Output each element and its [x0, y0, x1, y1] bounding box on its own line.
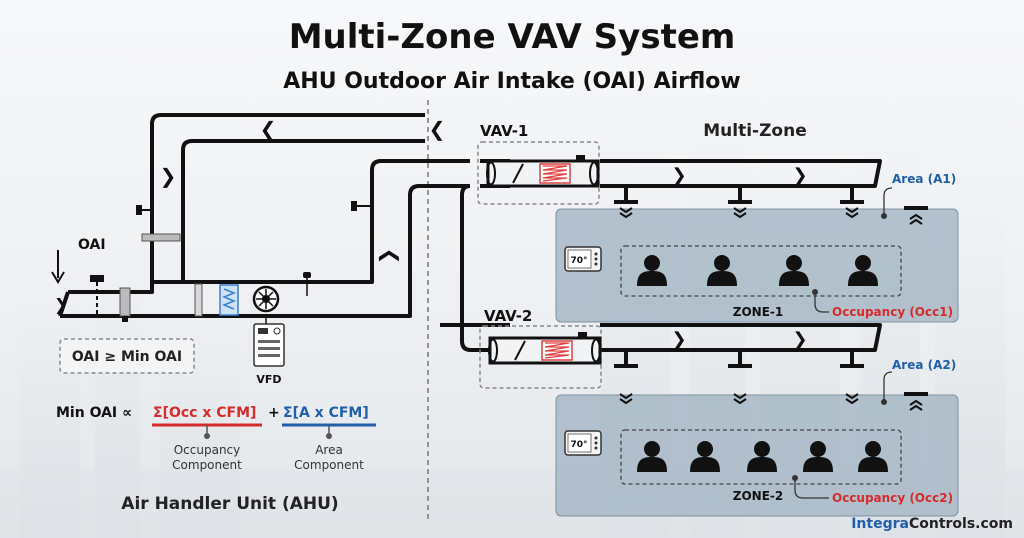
vav2-box [479, 325, 602, 389]
vav2-sensor-icon [578, 332, 587, 338]
oa-sensor-icon [122, 316, 128, 322]
area-caption-1: Area [315, 443, 343, 457]
brand-part1: Integra [851, 516, 909, 532]
ahu-label: Air Handler Unit (AHU) [121, 494, 338, 514]
zone-supply-ducts [440, 159, 882, 364]
vav1-box [477, 141, 600, 205]
area-a1-marker [881, 187, 893, 219]
constraint-box [59, 338, 195, 374]
zone1-panel [555, 208, 959, 323]
vfd-box [253, 316, 285, 367]
oai-arrow-icon [51, 250, 65, 284]
return-sensor-icon [351, 201, 372, 211]
ahu-filter-icon [194, 283, 203, 317]
vav1-damper-icon [512, 163, 524, 184]
occupancy-caption-1: Occupancy [174, 443, 241, 457]
oa-filter-icon [119, 287, 131, 317]
vav2-label: VAV-2 [484, 307, 532, 325]
occ2-marker [792, 475, 829, 499]
area-a1-label: Area (A1) [892, 172, 956, 186]
zone2-thermostat-icon [564, 430, 602, 456]
diagram-title: Multi-Zone VAV System [289, 17, 736, 57]
zone1-label: ZONE-1 [733, 305, 783, 319]
ahu-ductwork [58, 113, 470, 318]
supply-duct-arrows: ❯ ❯ ❯ ❯ [671, 165, 807, 350]
zone2-thermostat-reading: 70° [570, 440, 587, 450]
vav1-sensor-icon [576, 155, 585, 161]
vav1-label: VAV-1 [480, 122, 528, 140]
occ1-label: Occupancy (Occ1) [832, 305, 953, 319]
zone1-thermostat-reading: 70° [570, 256, 587, 266]
svg-text:❮: ❮ [260, 117, 277, 141]
svg-text:❮: ❮ [429, 117, 446, 141]
svg-text:❯: ❯ [671, 329, 686, 350]
zone1-return-grille-icon [904, 206, 928, 210]
area-caption-2: Component [294, 458, 364, 472]
zone2-panel [555, 394, 959, 517]
vav2-damper-icon [514, 340, 526, 361]
area-a2-marker [881, 371, 893, 405]
return-air-arrows: ❮ ❮ ❯ [160, 117, 446, 188]
oai-inlet-arrow: ❯ [54, 295, 67, 314]
supply-sensor-icon [303, 272, 311, 296]
relief-damper-icon [136, 205, 181, 242]
oai-label: OAI [78, 237, 106, 253]
occ1-marker [812, 289, 829, 313]
formula-area-term: Σ[A x CFM] [283, 405, 369, 421]
vav2-unit [488, 332, 602, 365]
occ2-label: Occupancy (Occ2) [832, 491, 953, 505]
coil-wave-icon [221, 288, 237, 310]
multi-zone-label: Multi-Zone [703, 121, 807, 141]
zone2-label: ZONE-2 [733, 489, 783, 503]
zone1-occupancy-box [620, 245, 902, 297]
ahu-coil-icon [219, 284, 239, 316]
occupancy-connector-dot [204, 433, 210, 439]
constraint-text: OAI ≥ Min OAI [72, 349, 182, 365]
brand-logo: IntegraControls.com [851, 516, 1013, 532]
occupancy-caption-2: Component [172, 458, 242, 472]
oa-damper-icon [90, 275, 104, 316]
formula-plus: + [268, 405, 280, 421]
vav1-unit [486, 155, 600, 188]
svg-text:❯: ❯ [671, 165, 686, 186]
svg-text:❯: ❯ [792, 165, 807, 186]
zone2-return-grille-icon [904, 392, 928, 396]
zone1-thermostat-icon [564, 246, 602, 272]
diagram-subtitle: AHU Outdoor Air Intake (OAI) Airflow [283, 69, 741, 94]
supply-fan-icon [252, 285, 280, 313]
formula-occupancy-term: Σ[Occ x CFM] [153, 405, 256, 421]
zone2-occupancy-box [620, 429, 902, 485]
svg-text:❯: ❯ [160, 164, 177, 188]
brand-part2: Controls.com [909, 516, 1013, 532]
svg-text:❯: ❯ [792, 329, 807, 350]
area-a2-label: Area (A2) [892, 358, 956, 372]
supply-air-arrow: ❯ [375, 248, 399, 265]
zone2-diffusers [614, 364, 928, 411]
zone1-diffusers [614, 200, 928, 225]
area-connector-dot [326, 433, 332, 439]
vfd-label: VFD [256, 373, 281, 386]
formula-lhs: Min OAI ∝ [56, 405, 132, 421]
